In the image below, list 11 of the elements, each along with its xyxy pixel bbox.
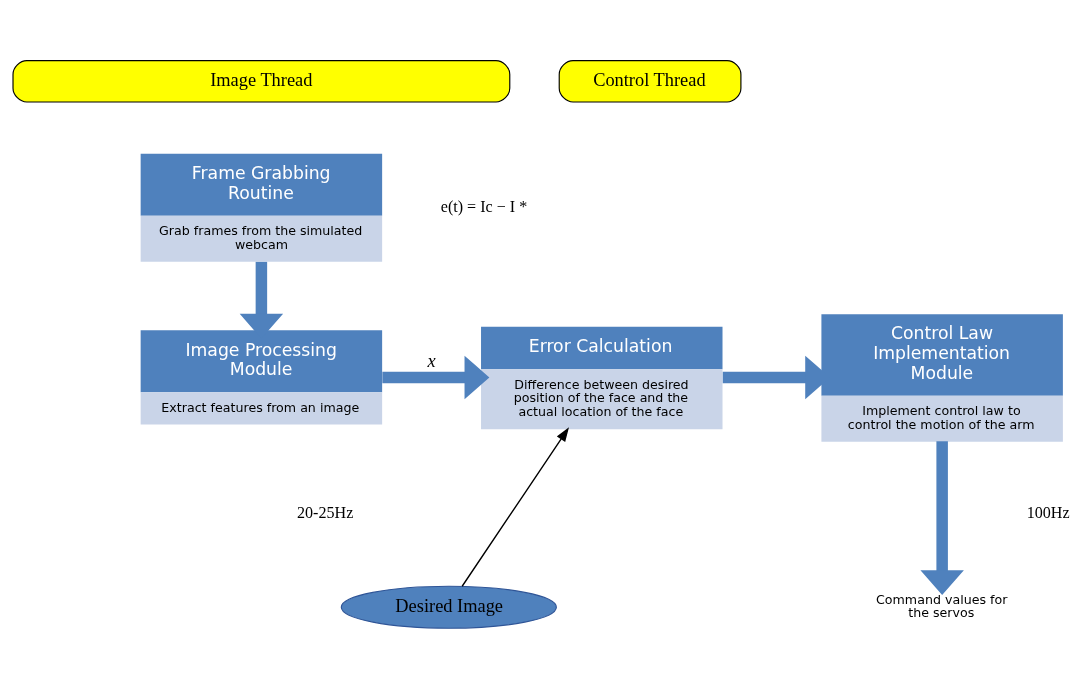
node-ellipse: Desired Image [340, 585, 557, 629]
arrow [461, 427, 569, 587]
node-box: Image Thread [12, 60, 511, 103]
label: 20-25Hz [297, 503, 354, 521]
label: e(t) = Ic − I * [440, 198, 528, 216]
edge-label: x [427, 350, 436, 371]
node-box: Control Thread [558, 60, 742, 103]
arrow [920, 441, 964, 596]
arrow [382, 355, 490, 400]
node-text: Command values for the servos [876, 591, 1008, 621]
label: 100Hz [1026, 503, 1070, 521]
